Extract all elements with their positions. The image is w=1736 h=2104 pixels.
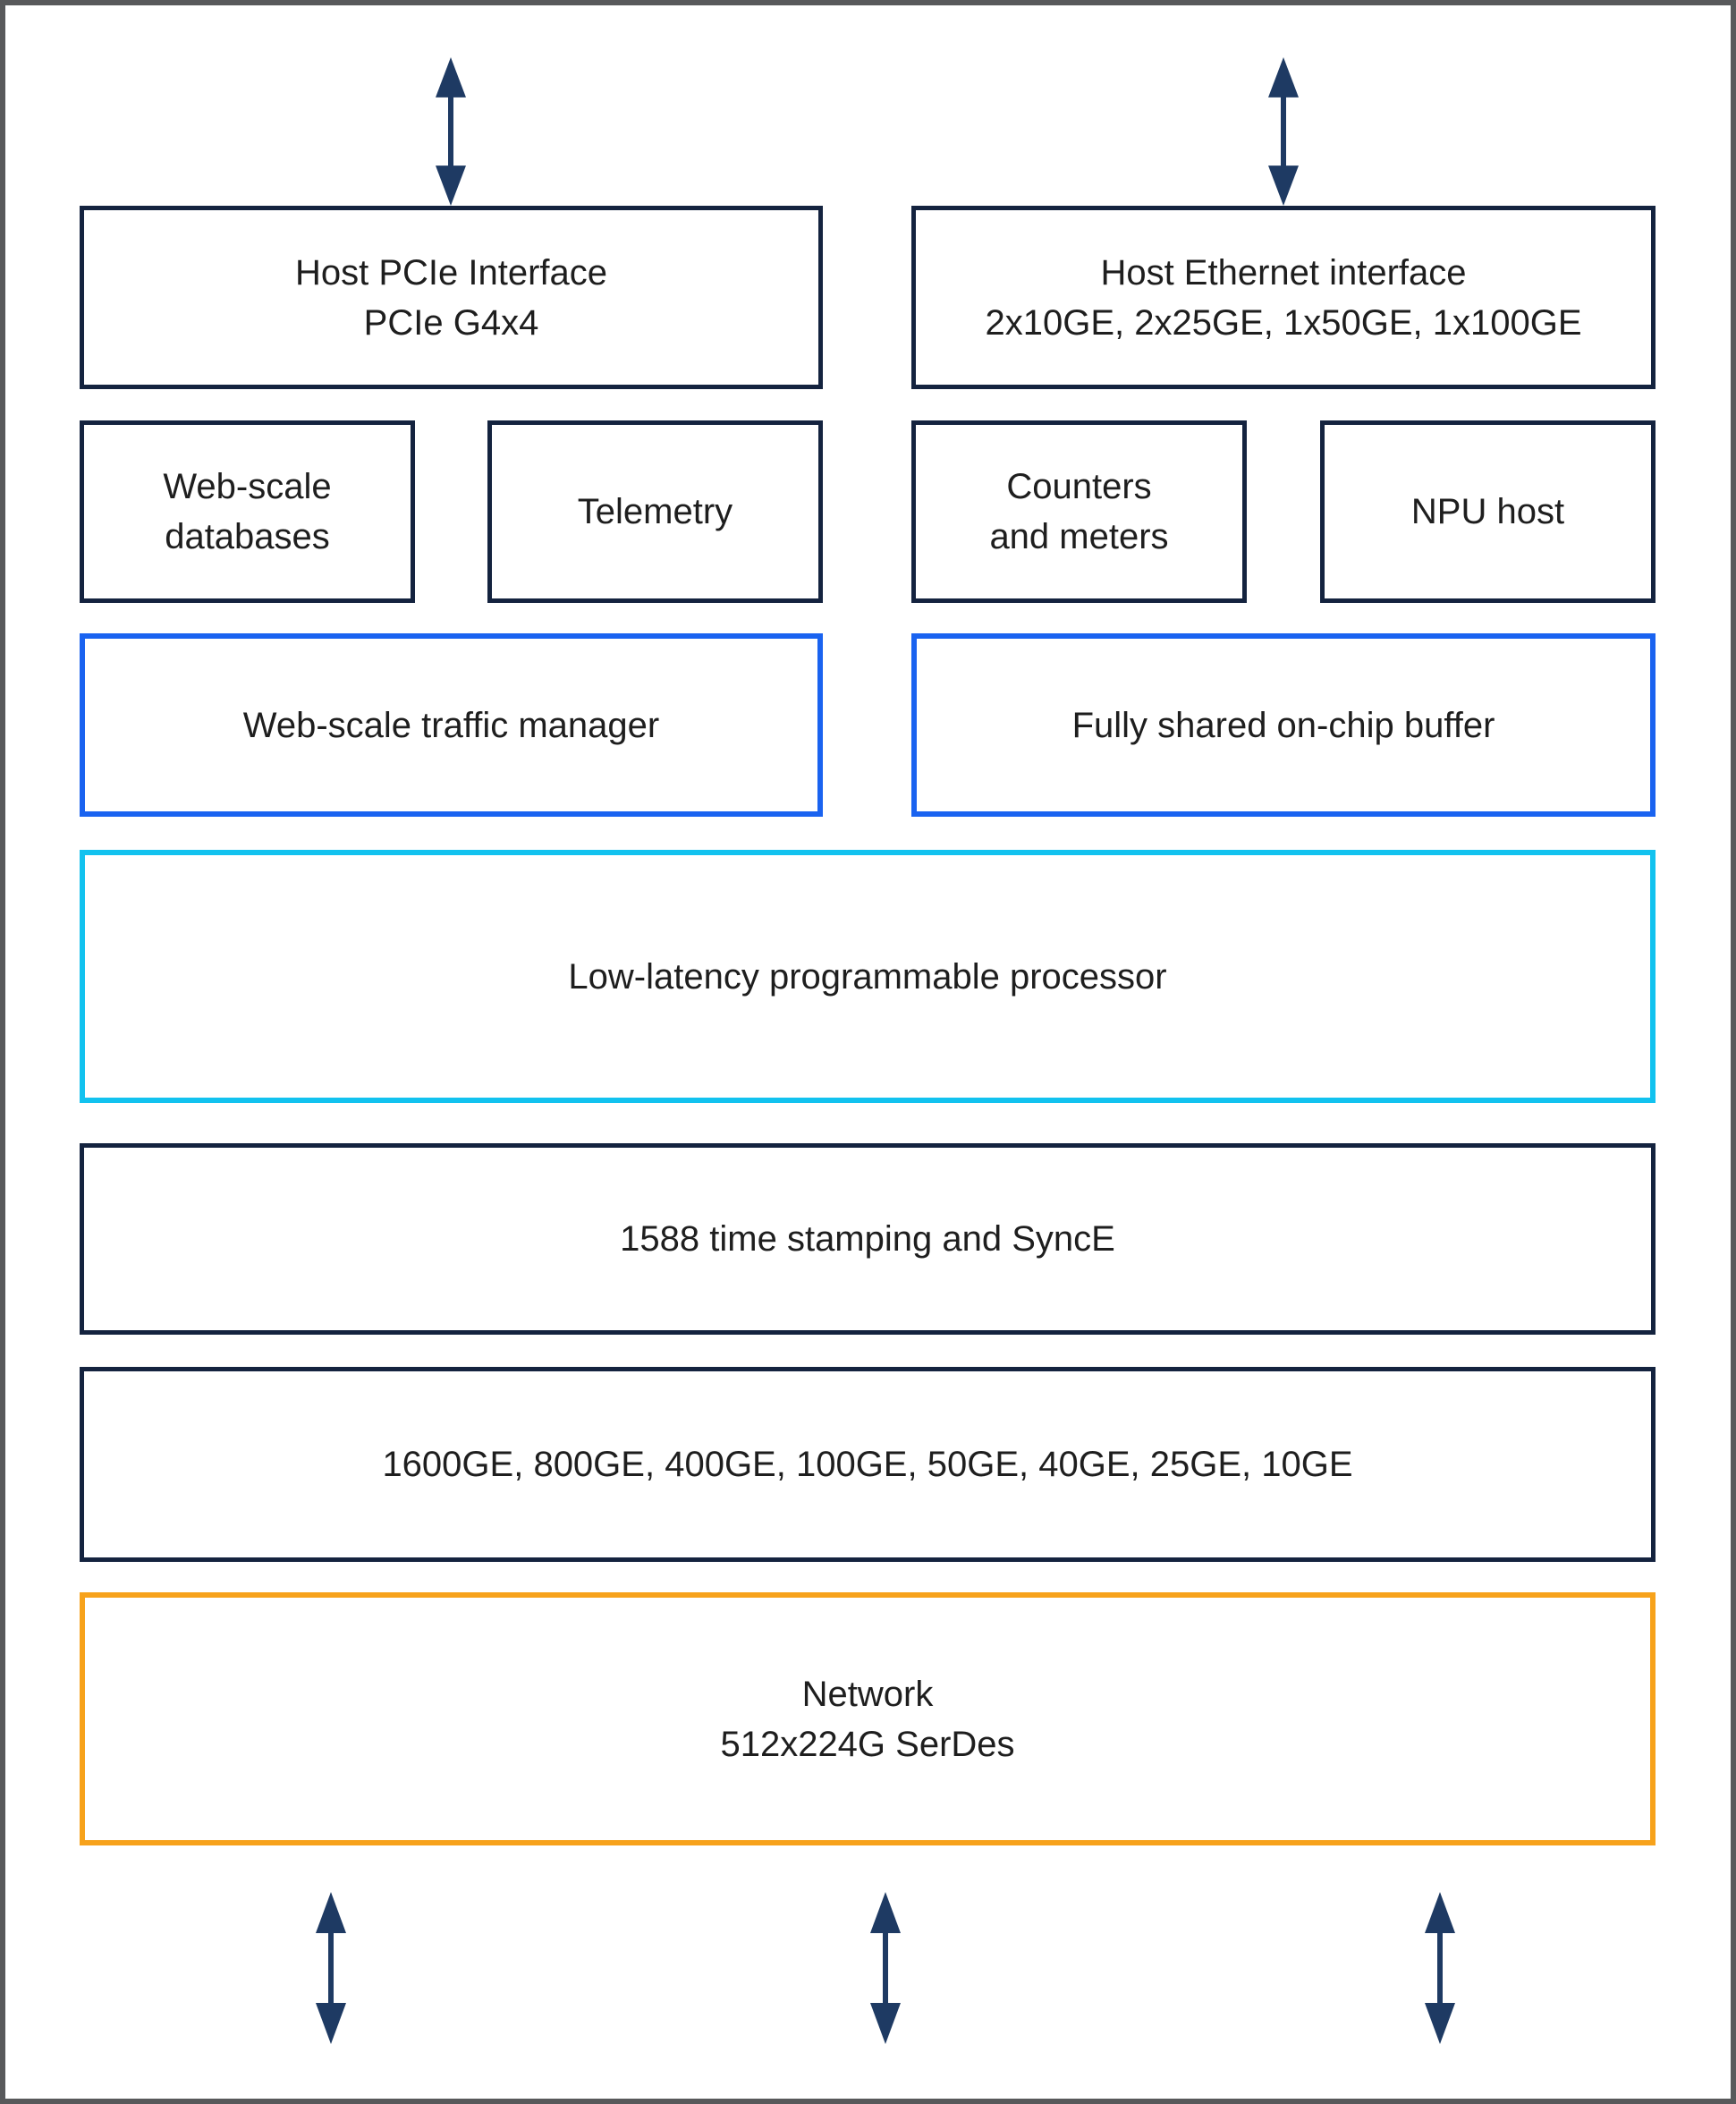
host-pcie-interface-block: Host PCIe Interface PCIe G4x4	[80, 206, 823, 389]
block-label-line: Web-scale traffic manager	[242, 705, 660, 745]
block-label-line: Host PCIe Interface	[294, 252, 608, 293]
web-scale-traffic-manager-block: Web-scale traffic manager	[80, 633, 823, 817]
bidirectional-arrow-icon	[1420, 1892, 1460, 2044]
block-label-line: NPU host	[1410, 492, 1565, 531]
block-label-line: Counters	[1006, 467, 1152, 506]
block-label-line: Low-latency programmable processor	[568, 956, 1167, 997]
block-label-line: 1600GE, 800GE, 400GE, 100GE, 50GE, 40GE,…	[382, 1445, 1353, 1484]
block-label-line: PCIe G4x4	[363, 302, 539, 343]
bidirectional-arrow-icon	[431, 57, 470, 206]
block-label-line: databases	[165, 517, 330, 556]
npu-host-block: NPU host	[1320, 420, 1656, 603]
block-label-line: 1588 time stamping and SyncE	[620, 1219, 1115, 1259]
telemetry-block: Telemetry	[487, 420, 823, 603]
block-label-line: Fully shared on-chip buffer	[1071, 705, 1495, 745]
block-label-line: Host Ethernet interface	[1100, 252, 1467, 293]
bidirectional-arrow-icon	[311, 1892, 351, 2044]
block-label-line: 512x224G SerDes	[720, 1724, 1015, 1764]
fully-shared-on-chip-buffer-block: Fully shared on-chip buffer	[911, 633, 1656, 817]
time-stamping-synce-block: 1588 time stamping and SyncE	[80, 1143, 1656, 1335]
bidirectional-arrow-icon	[1264, 57, 1303, 206]
block-label-line: Network	[801, 1674, 934, 1714]
network-serdes-block: Network 512x224G SerDes	[80, 1592, 1656, 1845]
port-speeds-block: 1600GE, 800GE, 400GE, 100GE, 50GE, 40GE,…	[80, 1367, 1656, 1562]
host-ethernet-interface-block: Host Ethernet interface 2x10GE, 2x25GE, …	[911, 206, 1656, 389]
low-latency-programmable-processor-block: Low-latency programmable processor	[80, 850, 1656, 1103]
counters-and-meters-block: Counters and meters	[911, 420, 1247, 603]
block-label-line: 2x10GE, 2x25GE, 1x50GE, 1x100GE	[985, 302, 1582, 343]
block-label-line: Telemetry	[577, 492, 733, 531]
block-label-line: Web-scale	[163, 467, 332, 506]
block-label-line: and meters	[989, 517, 1169, 556]
web-scale-databases-block: Web-scale databases	[80, 420, 415, 603]
bidirectional-arrow-icon	[866, 1892, 905, 2044]
